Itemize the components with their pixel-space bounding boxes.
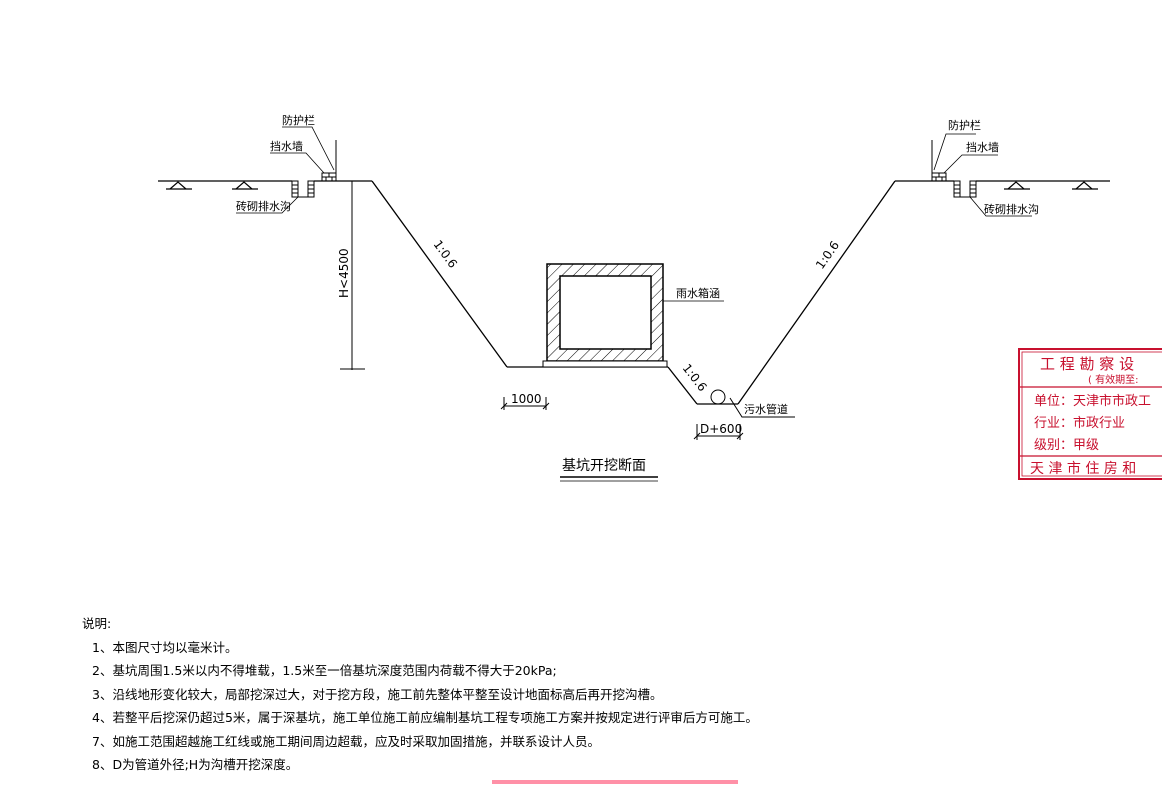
leaders-left xyxy=(236,126,335,214)
label-guardrail-right: 防护栏 xyxy=(948,118,981,132)
sewer-pipe xyxy=(710,389,795,418)
label-width-1000: 1000 xyxy=(511,392,542,406)
dimension-pipe xyxy=(693,424,744,440)
highlight-mark xyxy=(492,780,738,784)
note-item: 7、如施工范围超越施工红线或施工期间周边超载，应及时采取加固措施，并联系设计人员… xyxy=(92,733,600,749)
notes-title: 说明: xyxy=(82,616,112,631)
stamp-issuer: 天 津 市 住 房 和 xyxy=(1030,460,1136,477)
box-culvert xyxy=(542,263,724,368)
note-item: 1、本图尺寸均以毫米计。 xyxy=(92,639,238,655)
stamp-industry: 行业：市政行业 xyxy=(1034,415,1125,431)
stamp-validity: ( 有效期至: xyxy=(1088,373,1138,386)
drain-ditch-right xyxy=(953,180,977,198)
label-drain-ditch-left: 砖砌排水沟 xyxy=(236,199,291,213)
label-sewer-pipe: 污水管道 xyxy=(744,402,788,416)
retaining-wall-left xyxy=(321,140,337,182)
ground-left xyxy=(158,180,372,190)
leaders-right xyxy=(933,133,1032,217)
qualification-stamp: 工 程 勘 察 设 ( 有效期至: 单位：天津市市政工 行业：市政行业 级别：甲… xyxy=(1018,348,1162,480)
notes-section: 说明: 1、本图尺寸均以毫米计。 2、基坑周围1.5米以内不得堆载，1.5米至一… xyxy=(82,612,842,777)
label-slope-left: 1:0.6 xyxy=(431,238,460,271)
label-guardrail-left: 防护栏 xyxy=(282,113,315,127)
label-box-culvert: 雨水箱涵 xyxy=(676,286,720,300)
height-dimension xyxy=(340,180,365,370)
note-item: 4、若整平后挖深仍超过5米，属于深基坑，施工单位施工前应编制基坑工程专项施工方案… xyxy=(92,710,758,725)
note-item: 2、基坑周围1.5米以内不得堆载，1.5米至一倍基坑深度范围内荷载不得大于20k… xyxy=(92,663,557,678)
retaining-wall-right xyxy=(931,140,947,182)
section-title: 基坑开挖断面 xyxy=(562,457,646,474)
note-item: 3、沿线地形变化较大，局部挖深过大，对于挖方段，施工前先整体平整至设计地面标高后… xyxy=(92,686,663,702)
title-underline xyxy=(560,476,658,482)
label-retaining-wall-left: 挡水墙 xyxy=(270,139,303,153)
label-pipe-width: D+600 xyxy=(700,422,742,436)
stamp-unit: 单位：天津市市政工 xyxy=(1034,393,1151,409)
label-drain-ditch-right: 砖砌排水沟 xyxy=(984,202,1039,216)
label-height: H<4500 xyxy=(337,248,351,298)
ground-right xyxy=(895,180,1110,190)
label-slope-bottom: 1:0.6 xyxy=(680,361,710,394)
note-item: 8、D为管道外径;H为沟槽开挖深度。 xyxy=(92,757,299,772)
dimension-1000 xyxy=(500,397,550,410)
label-slope-right: 1:0.6 xyxy=(813,238,842,271)
stamp-grade: 级别：甲级 xyxy=(1034,438,1099,453)
stamp-title: 工 程 勘 察 设 xyxy=(1040,355,1134,373)
drain-ditch-left xyxy=(291,180,315,198)
label-retaining-wall-right: 挡水墙 xyxy=(966,140,999,154)
